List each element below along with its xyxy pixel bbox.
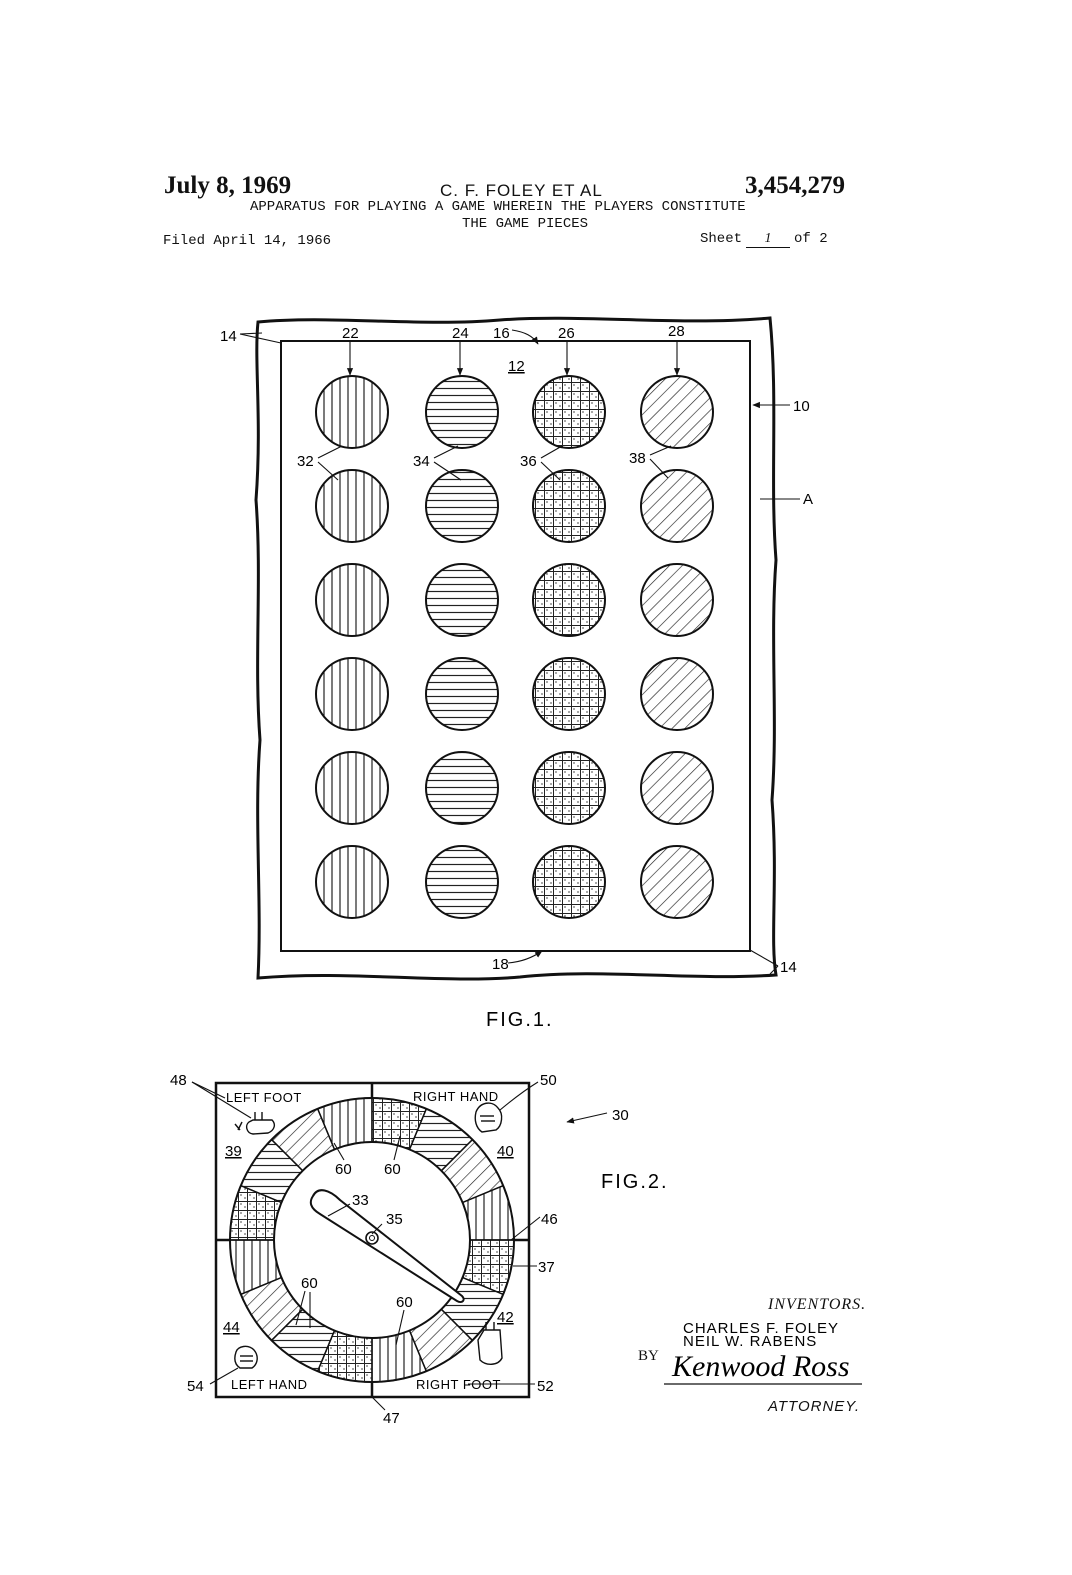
game-circle-vertical xyxy=(315,375,389,449)
game-circle-crosshatch xyxy=(532,657,606,731)
fig1-label: FIG.1. xyxy=(486,1009,554,1031)
patent-title-line2: THE GAME PIECES xyxy=(462,216,589,232)
ref-A: A xyxy=(803,491,813,508)
ref-30: 30 xyxy=(612,1107,629,1124)
game-circle-crosshatch xyxy=(532,563,606,637)
spinner-pivot xyxy=(365,1231,379,1245)
ref-40: 40 xyxy=(497,1143,514,1160)
ref-16: 16 xyxy=(493,325,510,342)
ref-60-c: 60 xyxy=(301,1275,318,1292)
ref-38: 38 xyxy=(629,450,646,467)
game-circle-diagonal xyxy=(640,375,714,449)
attorney-signature: Kenwood Ross xyxy=(671,1350,850,1383)
sheet-prefix: Sheet xyxy=(700,231,743,247)
game-circle-diagonal xyxy=(640,751,714,825)
game-circle-diagonal xyxy=(640,563,714,637)
ref-14-bottom: 14 xyxy=(780,959,797,976)
spinner-board xyxy=(214,1081,531,1399)
ref-33: 33 xyxy=(352,1192,369,1209)
game-circle-crosshatch xyxy=(532,751,606,825)
ref-60-b: 60 xyxy=(384,1161,401,1178)
ref-24: 24 xyxy=(452,325,469,342)
patent-date: July 8, 1969 xyxy=(164,172,292,199)
patent-title-line1: APPARATUS FOR PLAYING A GAME WHEREIN THE… xyxy=(250,199,746,215)
ref-14-top: 14 xyxy=(220,328,237,345)
ref-26: 26 xyxy=(558,325,575,342)
ref-34: 34 xyxy=(413,453,430,470)
game-circle-horizontal xyxy=(425,657,499,731)
quadrant-label-left-hand: LEFT HAND xyxy=(231,1377,308,1392)
ref-39: 39 xyxy=(225,1143,242,1160)
ref-60-a: 60 xyxy=(335,1161,352,1178)
ref-48: 48 xyxy=(170,1072,187,1089)
mat-inner-board xyxy=(280,340,751,952)
foot-icon xyxy=(477,1322,503,1365)
game-circle-horizontal xyxy=(425,375,499,449)
foot-icon xyxy=(234,1112,276,1135)
by-label: BY xyxy=(638,1348,659,1364)
game-circle-horizontal xyxy=(425,751,499,825)
circle-grid xyxy=(315,375,714,919)
signature-inventor-2: NEIL W. RABENS xyxy=(683,1333,817,1350)
hand-icon xyxy=(474,1102,503,1133)
inventors-label: INVENTORS. xyxy=(768,1296,867,1313)
ref-47: 47 xyxy=(383,1410,400,1427)
game-circle-horizontal xyxy=(425,563,499,637)
game-circle-vertical xyxy=(315,657,389,731)
game-circle-diagonal xyxy=(640,469,714,543)
attorney-label: ATTORNEY. xyxy=(768,1398,861,1415)
sheet-number: 1 xyxy=(746,231,791,248)
game-circle-crosshatch xyxy=(532,375,606,449)
game-circle-vertical xyxy=(315,845,389,919)
game-circle-horizontal xyxy=(425,469,499,543)
ref-32: 32 xyxy=(297,453,314,470)
ref-10: 10 xyxy=(793,398,810,415)
ref-46: 46 xyxy=(541,1211,558,1228)
ref-22: 22 xyxy=(342,325,359,342)
quadrant-label-left-foot: LEFT FOOT xyxy=(226,1090,302,1105)
game-circle-crosshatch xyxy=(532,469,606,543)
game-circle-crosshatch xyxy=(532,845,606,919)
ref-60-d: 60 xyxy=(396,1294,413,1311)
mat-outer-edge xyxy=(254,316,778,981)
ref-44: 44 xyxy=(223,1319,240,1336)
inventor-name: C. F. FOLEY ET AL xyxy=(440,181,603,200)
filed-date: Filed April 14, 1966 xyxy=(163,233,332,249)
hand-icon xyxy=(234,1345,258,1369)
ref-28: 28 xyxy=(668,323,685,340)
game-circle-vertical xyxy=(315,469,389,543)
signature-inventor-1: CHARLES F. FOLEY xyxy=(683,1320,839,1337)
game-circle-vertical xyxy=(315,563,389,637)
quadrant-label-right-hand: RIGHT HAND xyxy=(413,1089,499,1104)
game-circle-vertical xyxy=(315,751,389,825)
sheet-suffix: of 2 xyxy=(794,231,828,247)
ref-50: 50 xyxy=(540,1072,557,1089)
patent-number: 3,454,279 xyxy=(745,172,845,199)
fig2-label: FIG.2. xyxy=(601,1171,669,1193)
game-circle-horizontal xyxy=(425,845,499,919)
ref-54: 54 xyxy=(187,1378,204,1395)
game-circle-diagonal xyxy=(640,657,714,731)
quadrant-label-right-foot: RIGHT FOOT xyxy=(416,1377,501,1392)
ref-36: 36 xyxy=(520,453,537,470)
spinner-arrow[interactable] xyxy=(309,1189,465,1304)
ref-42: 42 xyxy=(497,1309,514,1326)
ref-52: 52 xyxy=(537,1378,554,1395)
game-circle-diagonal xyxy=(640,845,714,919)
ref-18: 18 xyxy=(492,956,509,973)
ref-37: 37 xyxy=(538,1259,555,1276)
ref-35: 35 xyxy=(386,1211,403,1228)
ref-12: 12 xyxy=(508,358,525,375)
